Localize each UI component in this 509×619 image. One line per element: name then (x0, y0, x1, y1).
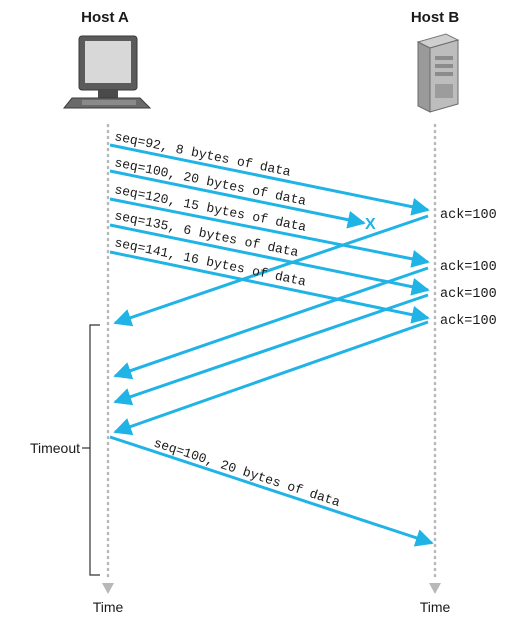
retransmission-arrow (109, 435, 434, 547)
retransmission-label: seq=100, 20 bytes of data (152, 436, 342, 511)
ack-arrow-3 (113, 293, 429, 406)
ack-arrow-4 (113, 320, 429, 436)
ack-label-1: ack=100 (440, 208, 497, 223)
host-a-time-arrowhead (102, 583, 114, 594)
desktop-computer-icon (62, 35, 152, 109)
timeout-bracket (89, 324, 100, 576)
ack-arrow-1 (113, 214, 429, 327)
ack-label-bg-1 (439, 204, 505, 222)
ack-label-3: ack=100 (440, 287, 497, 302)
segment-arrow-seq-92 (109, 143, 430, 216)
ack-label-2: ack=100 (440, 260, 497, 275)
timeout-label: Timeout (30, 440, 80, 456)
segment-arrow-seq-135 (109, 223, 430, 296)
host-b-time-arrowhead (429, 583, 441, 594)
server-tower-icon (416, 33, 460, 113)
host-a-label: Host A (81, 9, 129, 26)
lost-segment-x-marker: X (365, 216, 376, 233)
segment-arrow-seq-141 (109, 250, 430, 324)
ack-label-bg-4 (439, 310, 505, 328)
host-b-time-label: Time (420, 599, 451, 615)
host-a-time-label: Time (93, 599, 124, 615)
ack-label-bg-3 (439, 283, 505, 301)
segment-arrow-seq-100-lost (109, 169, 366, 229)
ack-label-4: ack=100 (440, 314, 497, 329)
segment-arrow-seq-120 (109, 197, 430, 268)
host-b-label: Host B (411, 9, 460, 26)
ack-arrow-2 (113, 266, 429, 380)
ack-label-bg-2 (439, 256, 505, 274)
